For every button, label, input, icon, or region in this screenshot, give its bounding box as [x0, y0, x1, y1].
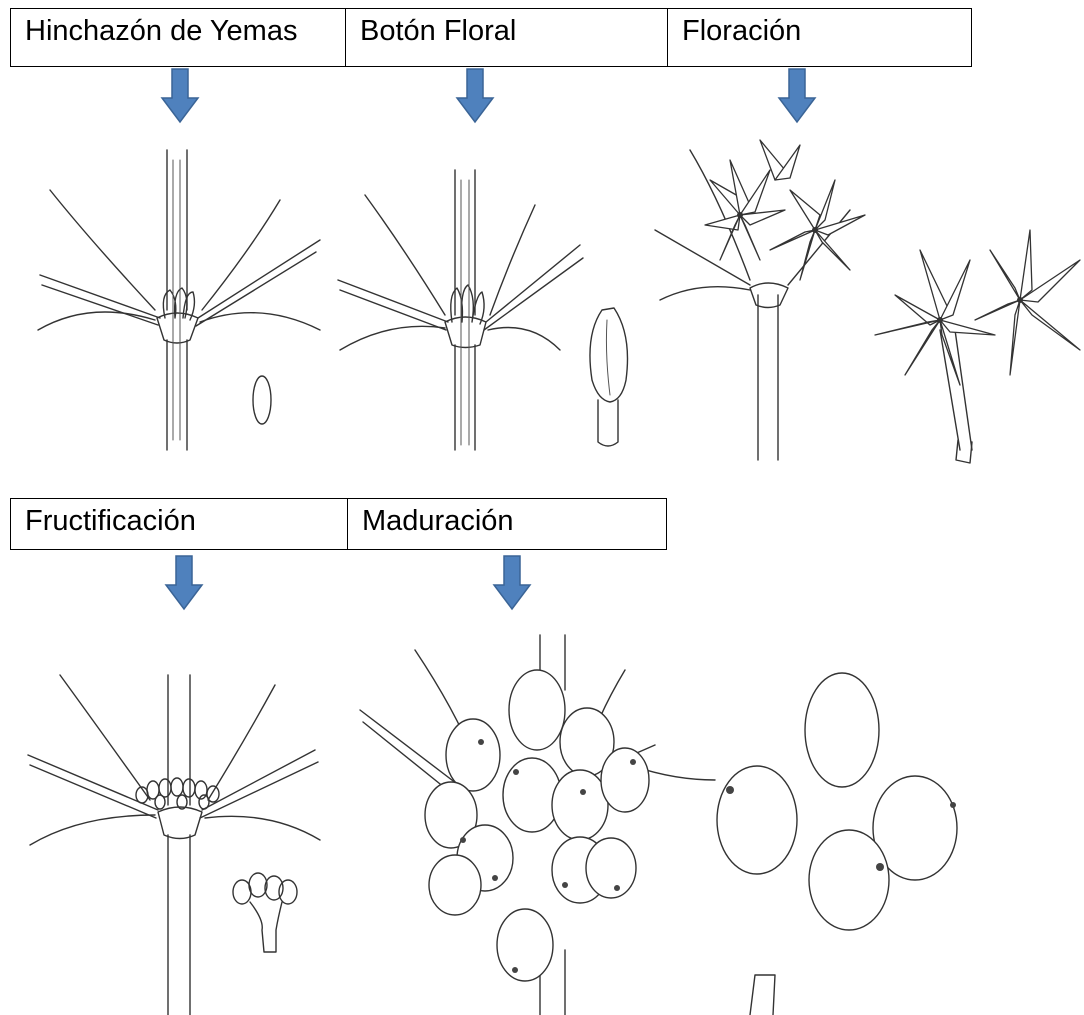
- stage-label-table-bottom: Fructificación Maduración: [10, 498, 667, 550]
- stage-label-fructificacion: Fructificación: [11, 499, 348, 549]
- down-arrow-icon: [455, 68, 495, 124]
- stage-label-maduracion: Maduración: [348, 499, 666, 549]
- ripening-illustration: [355, 630, 985, 1015]
- bud-swelling-illustration: [30, 140, 330, 460]
- stage-label-boton-floral: Botón Floral: [346, 9, 668, 66]
- stage-label-floracion: Floración: [668, 9, 971, 66]
- stage-label-table-top: Hinchazón de Yemas Botón Floral Floració…: [10, 8, 972, 67]
- down-arrow-icon: [777, 68, 817, 124]
- floral-bud-illustration: [330, 150, 650, 460]
- flowering-illustration: [650, 120, 1084, 470]
- fruiting-illustration: [20, 630, 340, 1015]
- stage-label-hinchazon: Hinchazón de Yemas: [11, 9, 346, 66]
- down-arrow-icon: [492, 555, 532, 611]
- down-arrow-icon: [164, 555, 204, 611]
- down-arrow-icon: [160, 68, 200, 124]
